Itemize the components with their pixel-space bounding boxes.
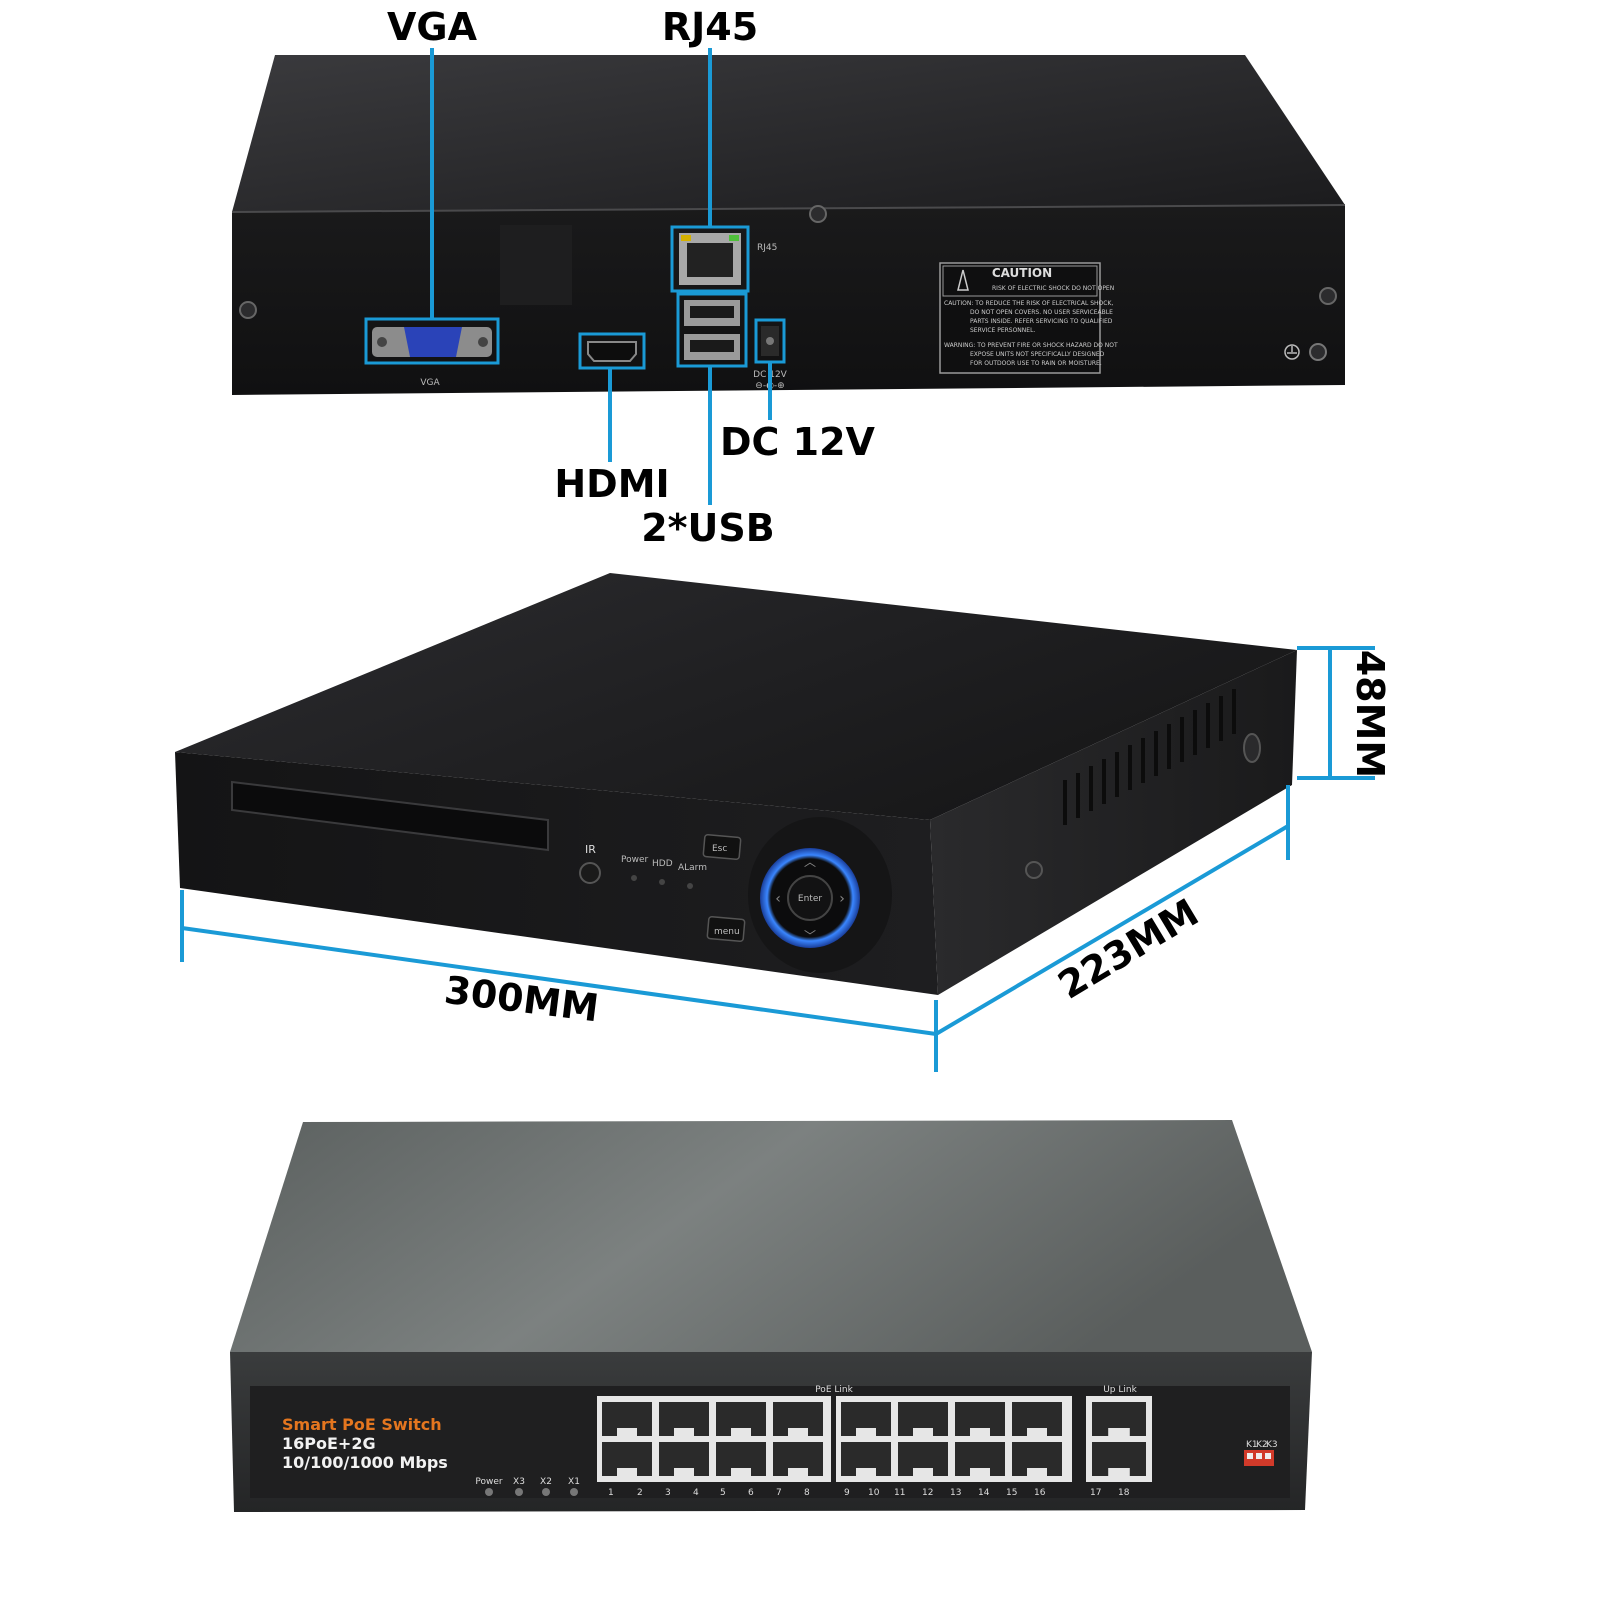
dimension-lines bbox=[180, 646, 1375, 1072]
port-label: 15 bbox=[1006, 1488, 1017, 1498]
esc-label: Esc bbox=[712, 844, 727, 854]
callout-usb: 2*USB bbox=[641, 506, 775, 550]
left-arrow-icon: ‹ bbox=[775, 891, 781, 907]
port-label: 16 bbox=[1034, 1488, 1046, 1498]
callout-vga: VGA bbox=[387, 5, 478, 49]
enter-label: Enter bbox=[798, 894, 822, 904]
led-label: X1 bbox=[568, 1477, 580, 1487]
up-link-label: Up Link bbox=[1103, 1385, 1137, 1395]
dip-label: K2 bbox=[1256, 1440, 1268, 1450]
port-label: 18 bbox=[1118, 1488, 1130, 1498]
switch-title: Smart PoE Switch bbox=[282, 1415, 442, 1434]
led-indicator bbox=[687, 883, 693, 889]
port-label: 4 bbox=[693, 1488, 699, 1498]
alarm-led-label: ALarm bbox=[678, 863, 707, 873]
rear-rj45-label: RJ45 bbox=[757, 243, 777, 253]
caution-line: EXPOSE UNITS NOT SPECIFICALLY DESIGNED bbox=[970, 351, 1105, 358]
menu-label: menu bbox=[714, 927, 740, 937]
nvr-top-cover bbox=[175, 573, 1297, 820]
led-label: X2 bbox=[540, 1477, 552, 1487]
dip-switch[interactable]: K1 K2 K3 bbox=[1244, 1440, 1278, 1466]
screw-icon bbox=[1309, 343, 1327, 361]
port-label: 2 bbox=[637, 1488, 643, 1498]
caution-line: FOR OUTDOOR USE TO RAIN OR MOISTURE. bbox=[970, 360, 1102, 367]
led-label: Power bbox=[475, 1477, 503, 1487]
poe-link-label: PoE Link bbox=[815, 1385, 853, 1395]
led-indicator bbox=[631, 875, 637, 881]
dip-label: K1 bbox=[1246, 1440, 1258, 1450]
port-label: 1 bbox=[608, 1488, 614, 1498]
ir-sensor-icon bbox=[579, 862, 601, 884]
port-label: 12 bbox=[922, 1488, 933, 1498]
caution-line: SERVICE PERSONNEL. bbox=[970, 327, 1035, 334]
down-arrow-icon: ﹀ bbox=[804, 929, 816, 943]
right-arrow-icon: › bbox=[839, 891, 845, 907]
led-indicator bbox=[515, 1488, 523, 1496]
vga-port-icon bbox=[404, 327, 462, 357]
hdmi-port-icon bbox=[587, 341, 637, 362]
warning-triangle-icon bbox=[957, 269, 969, 291]
caution-sticker: CAUTION RISK OF ELECTRIC SHOCK DO NOT OP… bbox=[939, 262, 1118, 374]
screw-icon bbox=[239, 301, 257, 319]
led-label: X3 bbox=[513, 1477, 525, 1487]
callout-lines bbox=[430, 48, 772, 505]
caution-line: PARTS INSIDE. REFER SERVICING TO QUALIFI… bbox=[970, 318, 1113, 325]
callout-hdmi: HDMI bbox=[554, 462, 669, 506]
ethernet-ports bbox=[602, 1402, 1146, 1476]
led-indicator bbox=[485, 1488, 493, 1496]
port-label: 7 bbox=[776, 1488, 782, 1498]
nvr-front-view: IR Power HDD ALarm Esc menu Enter ︿ ﹀ ‹ … bbox=[175, 573, 1297, 995]
callout-dc: DC 12V bbox=[720, 420, 876, 464]
port-label: 3 bbox=[665, 1488, 671, 1498]
enter-button[interactable] bbox=[787, 875, 833, 921]
caution-line: RISK OF ELECTRIC SHOCK DO NOT OPEN bbox=[992, 285, 1114, 292]
ground-icon bbox=[1284, 344, 1300, 360]
rear-vga-label: VGA bbox=[420, 378, 440, 388]
switch-model: 16PoE+2G bbox=[282, 1434, 376, 1453]
esc-button[interactable] bbox=[702, 833, 742, 861]
led-indicator bbox=[570, 1488, 578, 1496]
nvr-side-face bbox=[930, 650, 1297, 995]
rear-top-cover bbox=[232, 55, 1345, 212]
dip-label: K3 bbox=[1266, 1440, 1278, 1450]
port-label: 17 bbox=[1090, 1488, 1101, 1498]
caution-line: WARNING: TO PREVENT FIRE OR SHOCK HAZARD… bbox=[944, 342, 1118, 349]
power-led-label: Power bbox=[621, 855, 649, 865]
screw-icon bbox=[1025, 861, 1043, 879]
up-arrow-icon: ︿ bbox=[804, 855, 816, 869]
switch-speed: 10/100/1000 Mbps bbox=[282, 1453, 448, 1472]
port-label: 14 bbox=[978, 1488, 990, 1498]
rear-view: VGA RJ45 DC 12V ⊖-◐-⊕ CAUTION RISK OF EL… bbox=[231, 55, 1346, 395]
port-number-labels: 1 2 3 4 5 6 7 8 9 10 11 12 13 14 15 16 1… bbox=[608, 1488, 1130, 1498]
port-label: 11 bbox=[894, 1488, 905, 1498]
led-indicator bbox=[542, 1488, 550, 1496]
rear-panel bbox=[232, 205, 1345, 395]
port-label: 5 bbox=[720, 1488, 726, 1498]
dimension-height: 48MM bbox=[1348, 650, 1392, 779]
port-label: 13 bbox=[950, 1488, 961, 1498]
callout-rj45: RJ45 bbox=[662, 5, 758, 49]
front-slot bbox=[231, 780, 549, 852]
caution-line: DO NOT OPEN COVERS. NO USER SERVICEABLE bbox=[970, 309, 1113, 316]
port-label: 8 bbox=[804, 1488, 810, 1498]
dimension-width: 300MM bbox=[442, 968, 601, 1031]
poe-switch-view: Smart PoE Switch 16PoE+2G 10/100/1000 Mb… bbox=[230, 1120, 1312, 1512]
screw-icon bbox=[1319, 287, 1337, 305]
caution-title: CAUTION bbox=[992, 266, 1052, 280]
side-vents bbox=[1063, 689, 1236, 825]
switch-top-cover bbox=[230, 1120, 1312, 1352]
menu-button[interactable] bbox=[706, 915, 746, 943]
led-indicator bbox=[659, 879, 665, 885]
screw-icon bbox=[809, 205, 827, 223]
port-label: 10 bbox=[868, 1488, 880, 1498]
port-label: 6 bbox=[748, 1488, 754, 1498]
caution-line: CAUTION: TO REDUCE THE RISK OF ELECTRICA… bbox=[944, 300, 1113, 307]
hdd-led-label: HDD bbox=[652, 859, 673, 869]
port-label: 9 bbox=[844, 1488, 850, 1498]
ir-label: IR bbox=[585, 843, 596, 856]
